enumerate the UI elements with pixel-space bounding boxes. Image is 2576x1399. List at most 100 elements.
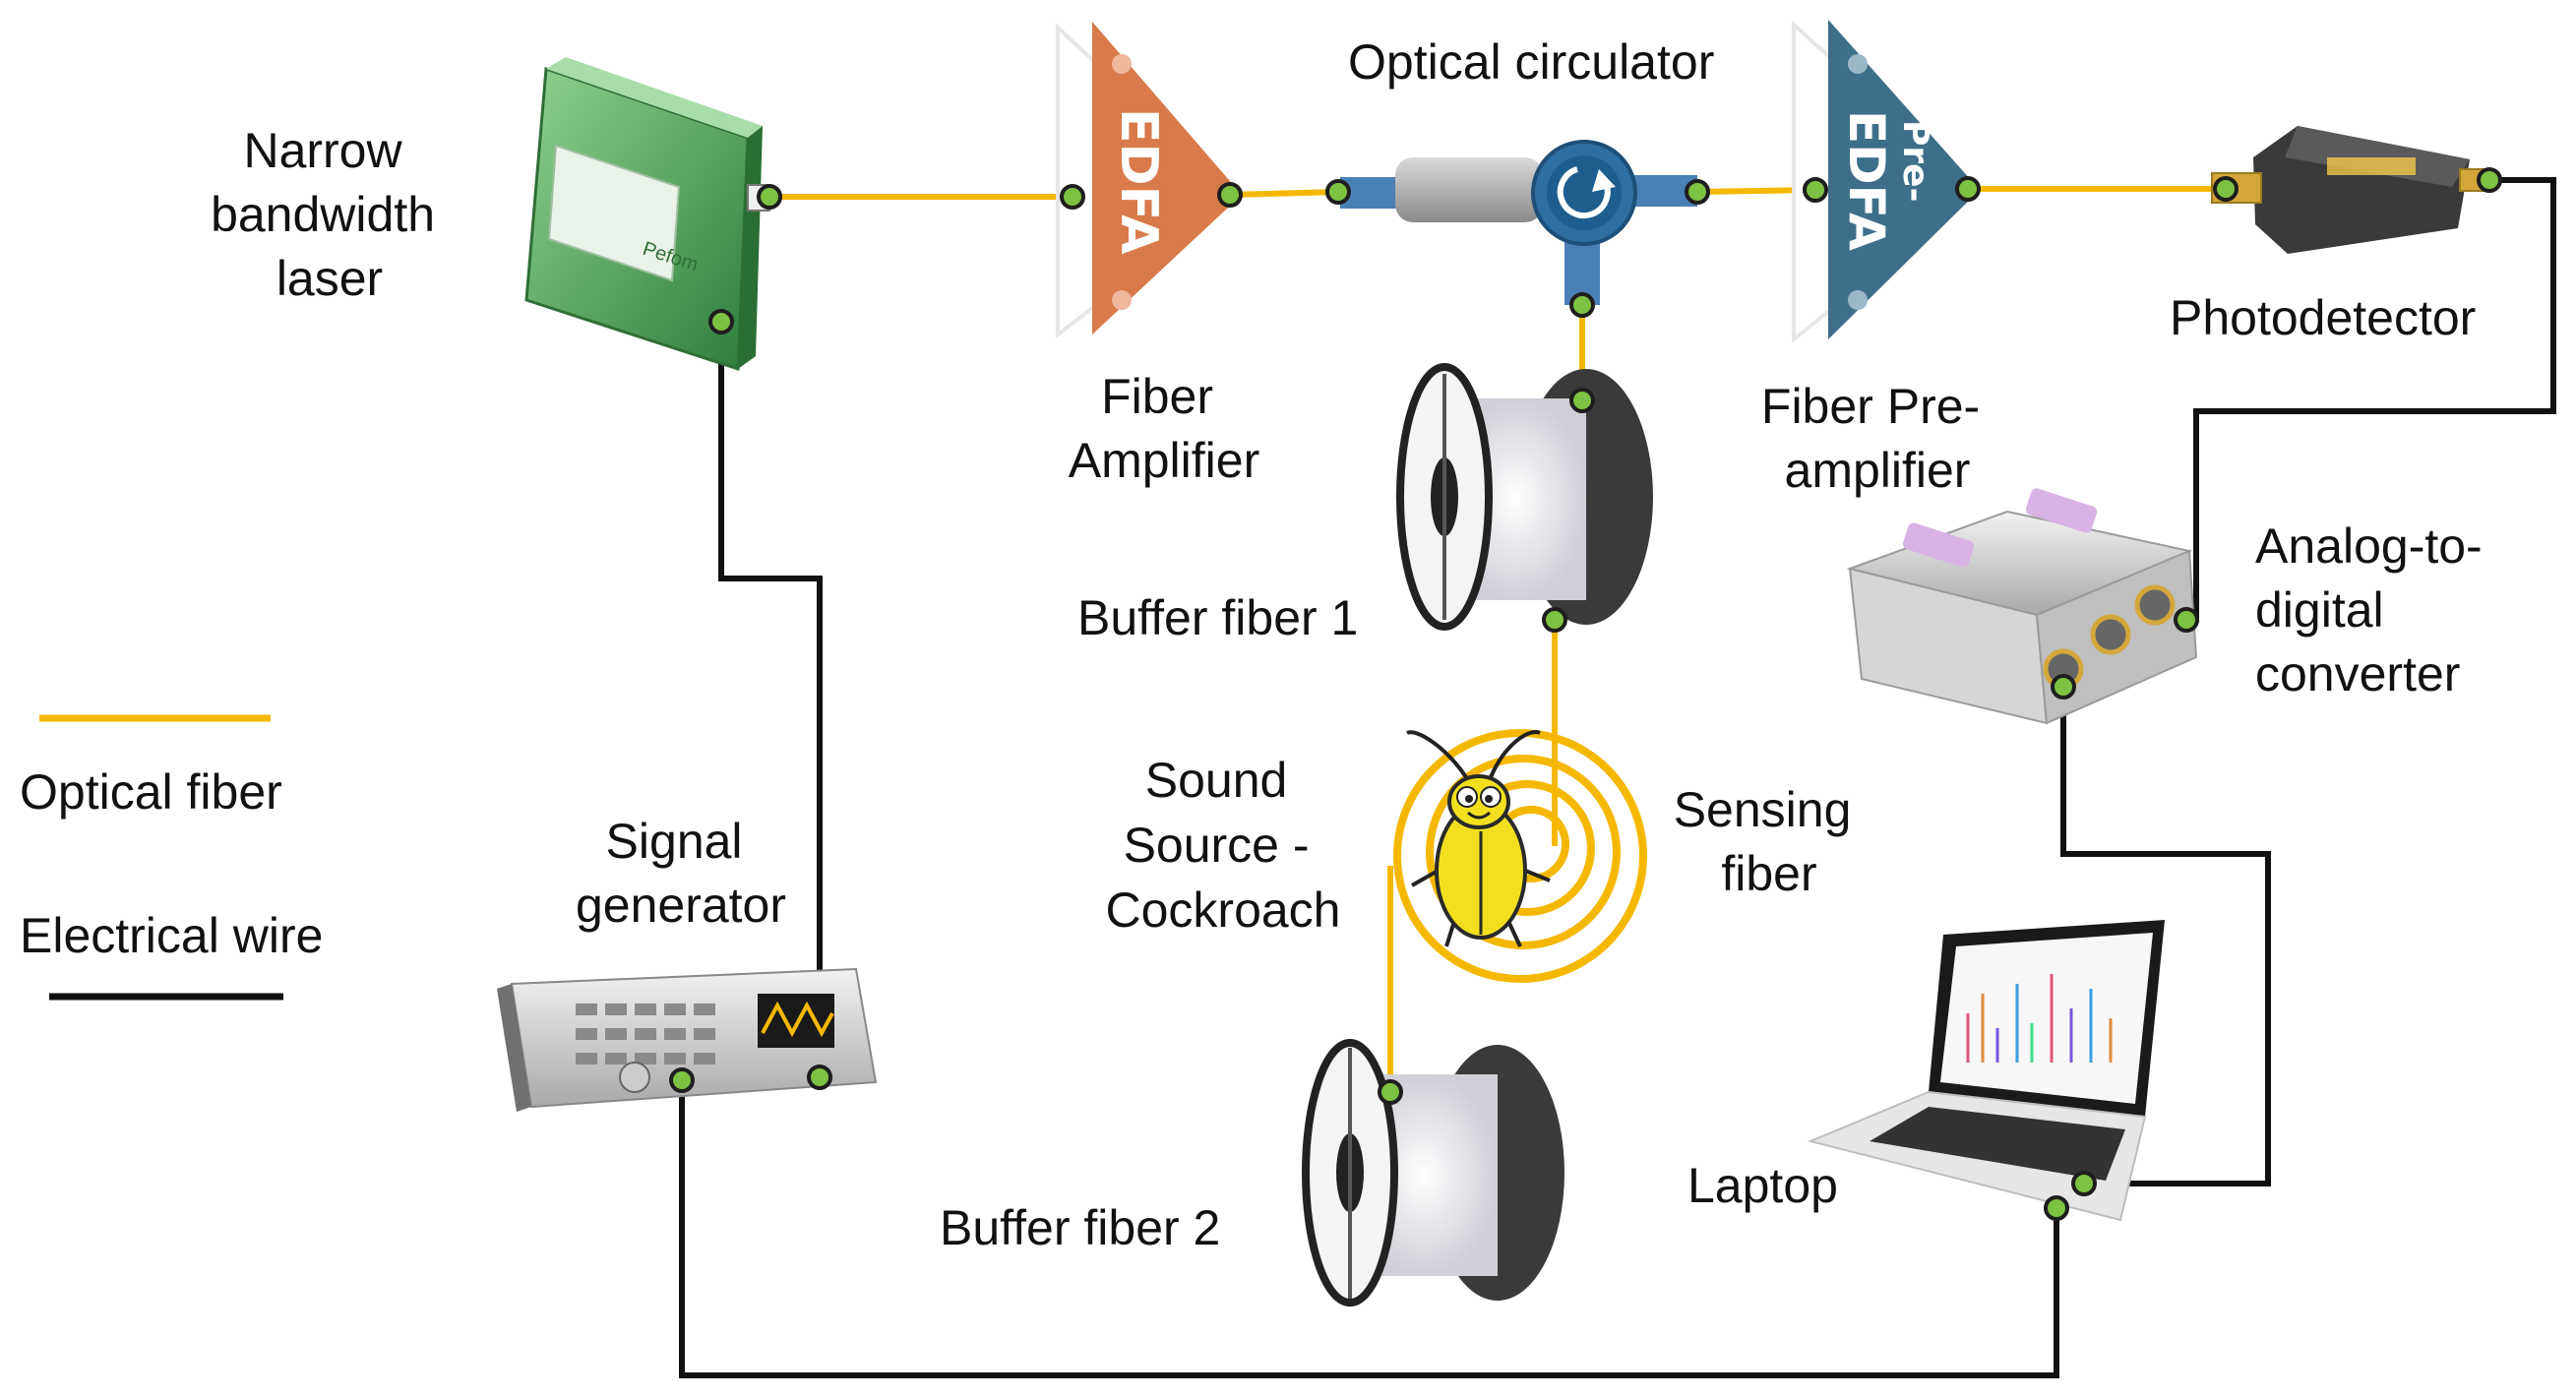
node-circulator-in [1325, 179, 1351, 205]
cockroach-antenna-icon [1489, 730, 1541, 778]
circulation-arrowhead-icon [1592, 169, 1616, 192]
label-preamp-line: Fiber Pre- [1761, 379, 1980, 434]
circulation-arrow-icon [1557, 166, 1611, 219]
label-buffer2: Buffer fiber 2 [940, 1200, 1220, 1255]
label-laptop: Laptop [1687, 1158, 1838, 1213]
cockroach-pupil-icon [1465, 795, 1473, 803]
node-buffer1-out [1542, 607, 1567, 633]
node-circulator-out [1685, 179, 1710, 205]
legend-optical-label: Optical fiber [20, 764, 282, 820]
node-laptop-in [2071, 1171, 2097, 1196]
label-preamp-line: amplifier [1785, 443, 1971, 498]
node-adc-out [2051, 674, 2076, 700]
label-laser-line: Narrow [243, 123, 402, 178]
label-sound-line: Cockroach [1106, 882, 1341, 938]
label-signal-gen-line: Signal [606, 814, 743, 869]
cockroach-antenna-icon [1406, 730, 1468, 779]
node-adc-in [2174, 607, 2199, 633]
label-amplifier-line: Amplifier [1069, 433, 1259, 488]
legend-electrical-label: Electrical wire [20, 908, 323, 963]
adc-bnc-connector [2134, 584, 2176, 626]
wire-signal-generator-to-laptop [679, 1080, 2059, 1378]
sensing-coil-ring [1426, 755, 1621, 949]
wire-laser-to-signal-generator [718, 322, 823, 1077]
optical-circulator [1340, 140, 1697, 305]
circulator-barrel [1395, 157, 1543, 222]
laptop-keyboard [1870, 1107, 2125, 1181]
edfa-amplifier-screw-icon [1112, 290, 1132, 310]
waveform-icon [761, 1001, 834, 1038]
cockroach-pupil-icon [1485, 795, 1493, 803]
label-amplifier: Fiber Amplifier [1069, 369, 1259, 488]
node-buffer2-in [1378, 1079, 1403, 1105]
node-preamp-out [1955, 176, 1981, 202]
laptop-device [1807, 920, 2165, 1222]
label-sound-line: Source - [1124, 818, 1310, 873]
node-photodetector-in [2213, 176, 2239, 202]
node-signal-gen-out [669, 1067, 695, 1093]
label-adc-line: Analog-to- [2255, 518, 2483, 574]
buffer-fiber-2-spool [1302, 1039, 1564, 1307]
cockroach-icon [1406, 730, 1551, 947]
label-sound-source: Sound Source - Cockroach [1106, 753, 1341, 938]
node-photodetector-out [2477, 167, 2502, 193]
label-amplifier-line: Fiber [1101, 369, 1213, 424]
adc-device [1846, 488, 2198, 725]
label-preamp: Fiber Pre- amplifier [1761, 379, 1993, 498]
edfa-amplifier-screw-icon [1112, 54, 1132, 74]
label-sound-line: Sound [1145, 753, 1288, 808]
photodetector-device [2211, 126, 2490, 254]
node-edfa-in [1060, 184, 1085, 210]
label-circulator: Optical circulator [1348, 34, 1714, 90]
label-laser-line: laser [276, 251, 383, 306]
laser-device: Pefom [524, 57, 770, 372]
label-laser: Narrow bandwidth laser [211, 123, 449, 306]
node-circulator-bottom [1569, 292, 1595, 318]
label-sensing-line: Sensing [1674, 782, 1852, 837]
edfa-amplifier-text: EDFA [1109, 108, 1168, 254]
component-labels: Narrow bandwidth laser Optical circulato… [211, 34, 2496, 1255]
edfa-amplifier: EDFA [1056, 22, 1244, 339]
laptop-chart-icon [1966, 974, 2113, 1063]
node-preamp-in [1803, 177, 1828, 203]
node-laptop-in-2 [2044, 1195, 2069, 1221]
node-laser-electrical [708, 309, 734, 335]
label-adc-line: digital [2255, 582, 2384, 638]
laser-top [546, 57, 763, 138]
edfa-pre-screw-icon [1848, 54, 1868, 74]
legend: Optical fiber Electrical wire [20, 714, 323, 1001]
label-photodetector: Photodetector [2170, 290, 2476, 345]
laser-label-plate [547, 144, 681, 282]
label-adc-line: converter [2255, 646, 2460, 701]
buffer-fiber-1-spool [1396, 363, 1653, 631]
signal-generator-knob [619, 1062, 650, 1093]
edfa-amplifier-front [1092, 22, 1242, 335]
adc-dsub-connector [1902, 522, 1975, 568]
connection-nodes [669, 167, 2502, 1221]
photodetector-top [2285, 126, 2470, 187]
edfa-pre-front [1828, 20, 1980, 339]
sensing-coil-ring [1393, 729, 1647, 983]
label-signal-gen-line: generator [576, 878, 786, 933]
adc-bnc-connector [2090, 614, 2131, 655]
label-laser-line: bandwidth [211, 187, 435, 242]
label-sensing-fiber: Sensing fiber [1674, 782, 1866, 901]
optical-fiber-lines [769, 186, 2226, 1092]
fiber-edfa-to-circulator [1229, 189, 1339, 198]
laptop-screen [1940, 933, 2153, 1104]
signal-generator-side [497, 984, 531, 1112]
edfa-pre-prefix: Pre- [1895, 120, 1935, 203]
edfa-preamplifier: EDFA Pre- [1792, 20, 1982, 344]
wire-adc-to-laptop [2060, 687, 2271, 1186]
label-buffer1: Buffer fiber 1 [1077, 590, 1358, 645]
node-laser-out [757, 184, 782, 210]
node-signal-gen-in [807, 1064, 832, 1090]
cockroach-smile-icon [1466, 811, 1492, 820]
node-buffer1-in [1569, 388, 1595, 413]
adc-dsub-connector [2025, 488, 2098, 533]
label-adc: Analog-to- digital converter [2255, 518, 2496, 701]
edfa-pre-text: EDFA [1838, 110, 1895, 251]
label-sensing-line: fiber [1721, 846, 1816, 901]
edfa-pre-screw-icon [1848, 290, 1868, 310]
